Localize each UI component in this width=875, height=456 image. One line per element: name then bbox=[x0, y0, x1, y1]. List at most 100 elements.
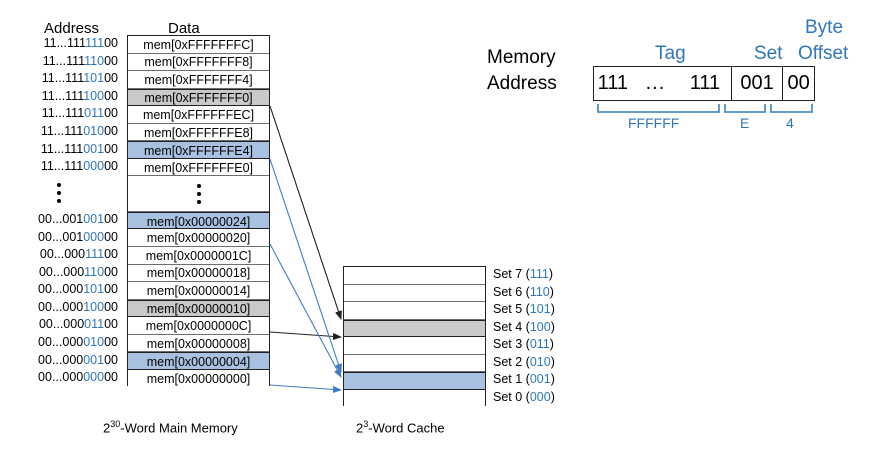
memory-address-label: 11...11111100 bbox=[43, 36, 118, 51]
cache-caption-text: -Word Cache bbox=[368, 420, 445, 436]
memory-row: mem[0x00000000] bbox=[128, 369, 269, 388]
memory-address-label-line2: Address bbox=[487, 73, 557, 94]
memory-row: mem[0xFFFFFFF4] bbox=[128, 71, 269, 89]
memory-address-label: 11...11100000 bbox=[40, 159, 118, 174]
mem-caption-base: 2 bbox=[103, 420, 111, 436]
memory-row: mem[0xFFFFFFFC] bbox=[128, 36, 269, 54]
memory-address-label: 00...00100100 bbox=[38, 212, 118, 227]
memory-cell-value: mem[0xFFFFFFEC] bbox=[142, 107, 255, 122]
arrow-00000024-to-set1 bbox=[269, 243, 342, 378]
cache-row bbox=[344, 337, 485, 355]
memory-cell-value: mem[0x00000000] bbox=[146, 371, 251, 386]
cache-row bbox=[344, 319, 485, 337]
memory-address-column-header: Address bbox=[44, 20, 100, 37]
memory-address-label: 11...11110100 bbox=[41, 71, 118, 86]
bracket-label-offset: 4 bbox=[786, 115, 794, 131]
set-field-label: Set bbox=[754, 43, 783, 64]
memory-row: mem[0xFFFFFFF8] bbox=[128, 53, 269, 72]
memory-address-label: 00...00001000 bbox=[38, 335, 118, 350]
memory-cell-value: mem[0x00000010] bbox=[146, 302, 251, 317]
memory-row: mem[0x00000008] bbox=[128, 334, 269, 353]
memory-cell-value: mem[0xFFFFFFF0] bbox=[144, 91, 253, 106]
addr-field-set: 001 bbox=[730, 67, 783, 100]
memory-row: mem[0x00000018] bbox=[128, 264, 269, 283]
memory-data-column-header: Data bbox=[168, 20, 200, 37]
cache-caption-base: 2 bbox=[356, 420, 364, 436]
memory-address-label bbox=[0, 183, 118, 204]
cache-row bbox=[344, 267, 485, 285]
main-memory-table: mem[0xFFFFFFFC] mem[0xFFFFFFF8] mem[0xFFFF… bbox=[127, 35, 270, 388]
memory-cell-value: mem[0xFFFFFFE0] bbox=[143, 160, 254, 175]
mem-caption-text: -Word Main Memory bbox=[120, 420, 238, 436]
arrow-ffffff0-to-set4 bbox=[269, 105, 342, 320]
memory-cell-value: mem[0xFFFFFFFC] bbox=[143, 37, 254, 52]
memory-cell-value: mem[0xFFFFFFF8] bbox=[144, 55, 253, 70]
memory-row: mem[0x00000024] bbox=[128, 211, 269, 230]
bracket-label-set: E bbox=[740, 115, 750, 131]
memory-cell-value: mem[0x0000001C] bbox=[145, 248, 252, 263]
addr-field-tag-high: 111 bbox=[597, 72, 629, 94]
cache-table bbox=[343, 266, 486, 407]
main-memory-caption: 230-Word Main Memory bbox=[103, 419, 238, 435]
memory-address-label: 00...00100000 bbox=[38, 229, 118, 244]
memory-address-label: 00...00010100 bbox=[38, 282, 118, 297]
memory-row bbox=[128, 176, 269, 212]
memory-address-label: 00...00011000 bbox=[38, 264, 118, 279]
addr-field-byte-offset: 00 bbox=[782, 67, 814, 100]
cache-caption: 23-Word Cache bbox=[356, 419, 445, 435]
cache-caption-exponent: 3 bbox=[363, 419, 369, 429]
memory-row: mem[0xFFFFFFE0] bbox=[128, 158, 269, 177]
memory-cell-value: mem[0x00000008] bbox=[146, 336, 251, 351]
cache-row bbox=[344, 302, 485, 320]
memory-row: mem[0x0000000C] bbox=[128, 317, 269, 335]
address-ellipsis bbox=[0, 176, 118, 212]
memory-address-label: 11...11101000 bbox=[40, 124, 118, 139]
cache-set-label: Set 7 (111) bbox=[493, 267, 554, 281]
memory-row: mem[0x0000001C] bbox=[128, 247, 269, 265]
memory-address-label: 00...00011100 bbox=[39, 247, 118, 262]
arrow-00000004-to-set1 bbox=[269, 384, 342, 394]
addr-field-tag-low: 111 bbox=[689, 72, 721, 94]
tag-field-label: Tag bbox=[655, 43, 686, 64]
memory-row: mem[0x00000014] bbox=[128, 282, 269, 300]
memory-address-label: 11...11111000 bbox=[42, 53, 118, 68]
memory-address-bit-box: 111 ... 111 001 00 bbox=[593, 66, 815, 101]
bracket-offset bbox=[770, 104, 813, 113]
memory-cell-value: mem[0x00000014] bbox=[146, 283, 251, 298]
memory-cell-value: mem[0x00000004] bbox=[146, 355, 251, 370]
memory-address-label: 00...00000100 bbox=[38, 352, 118, 367]
cache-row bbox=[344, 389, 485, 407]
memory-row: mem[0x00000020] bbox=[128, 229, 269, 247]
cache-set-label: Set 0 (000) bbox=[493, 389, 555, 404]
cache-row bbox=[344, 354, 485, 372]
memory-cell-value: mem[0xFFFFFFE4] bbox=[143, 144, 254, 159]
memory-address-label: 00...00010000 bbox=[38, 299, 118, 314]
memory-address-label: 00...00000000 bbox=[38, 370, 118, 385]
memory-row: mem[0xFFFFFFEC] bbox=[128, 106, 269, 124]
cache-set-label: Set 1 (001) bbox=[493, 372, 555, 386]
memory-address-label: 00...00001100 bbox=[38, 317, 118, 332]
memory-row: mem[0xFFFFFFE8] bbox=[128, 123, 269, 142]
memory-address-label-line1: Memory bbox=[487, 47, 556, 68]
bracket-tag bbox=[597, 104, 720, 113]
memory-address-label: 11...11100100 bbox=[40, 141, 118, 156]
memory-ellipsis bbox=[128, 176, 269, 211]
memory-address-label: 11...11110000 bbox=[41, 88, 118, 103]
memory-row: mem[0xFFFFFFE4] bbox=[128, 141, 269, 159]
memory-row: mem[0xFFFFFFF0] bbox=[128, 88, 269, 107]
cache-set-label: Set 2 (010) bbox=[493, 354, 555, 369]
mem-caption-exponent: 30 bbox=[110, 419, 121, 429]
memory-cell-value: mem[0x00000018] bbox=[146, 266, 251, 281]
bracket-label-tag: FFFFFF bbox=[628, 115, 680, 131]
addr-field-tag-ellipsis: ... bbox=[645, 72, 666, 94]
memory-row: mem[0x00000010] bbox=[128, 299, 269, 318]
cache-set-label: Set 3 (011) bbox=[493, 337, 554, 351]
arrow-fffffe4-to-set1 bbox=[269, 158, 342, 373]
cache-row bbox=[344, 284, 485, 302]
byte-field-label: Byte bbox=[805, 17, 844, 38]
cache-set-label: Set 4 (100) bbox=[493, 319, 555, 334]
memory-cell-value: mem[0xFFFFFFF4] bbox=[144, 72, 253, 87]
cache-set-label: Set 6 (110) bbox=[493, 284, 554, 299]
